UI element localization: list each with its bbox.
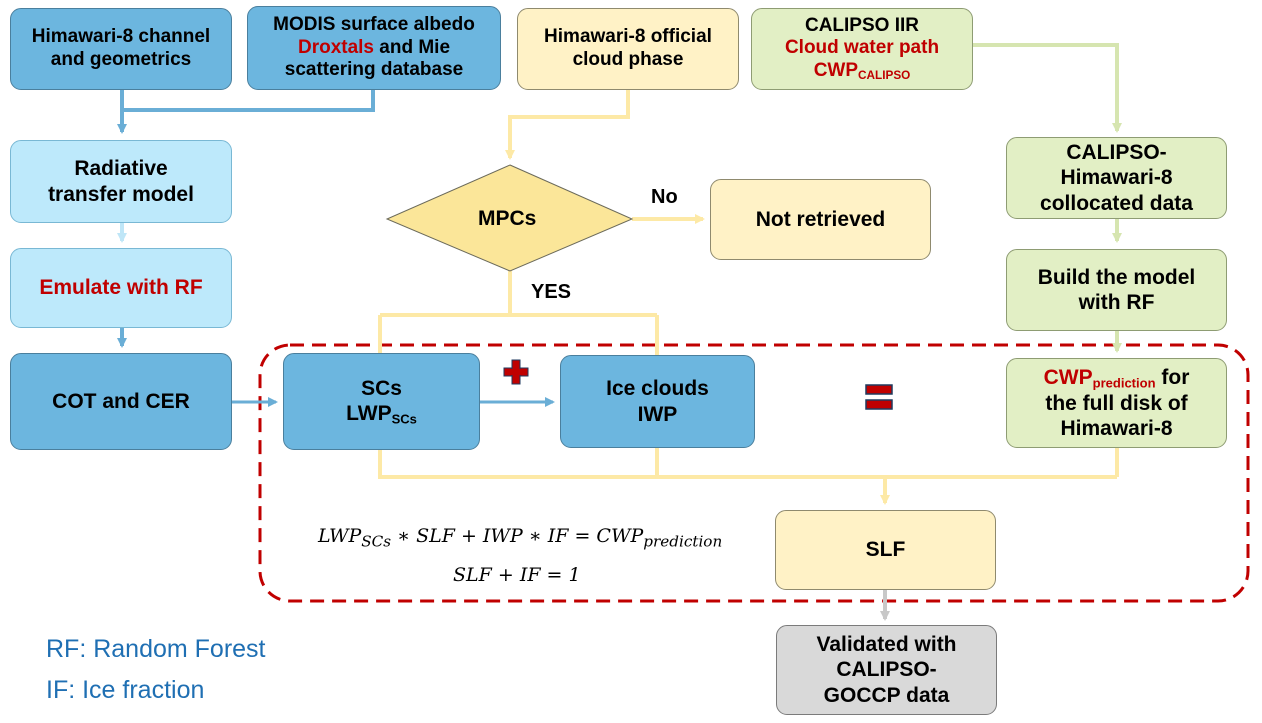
build-model-line1: Build the model [1037, 265, 1196, 289]
rtm-line2: transfer model [48, 182, 194, 206]
slf-label: SLF [865, 538, 906, 562]
mpcs-decision [385, 164, 634, 272]
equation-cwp: LWPSCs ∗ SLF + IWP ∗ IF = CWPprediction [318, 525, 722, 551]
rtm-line1: Radiative [74, 157, 168, 181]
cwp-calipso-main: CWP [813, 60, 859, 82]
ice-clouds-box: Ice clouds IWP [560, 355, 755, 448]
rtm-box: Radiative transfer model [10, 140, 232, 223]
plus-icon [503, 359, 529, 385]
cwp-prediction-line2: the full disk of [1045, 391, 1188, 415]
cot-cer-box: COT and CER [10, 353, 232, 450]
calipso-iir-box: CALIPSO IIR Cloud water path CWPCALIPSO [751, 8, 973, 90]
equals-icon [865, 384, 893, 410]
validated-line2: CALIPSO- [836, 658, 937, 682]
cwp-pred-main: CWP [1043, 365, 1093, 389]
official-phase-line1: Himawari-8 official [544, 26, 712, 48]
cwp-pred-sub: prediction [1092, 375, 1156, 391]
modis-line2: Droxtals and Mie [298, 37, 450, 60]
collocated-line2: Himawari-8 [1060, 166, 1173, 190]
collocated-line3: collocated data [1040, 191, 1193, 215]
himawari-channel-line1: Himawari-8 channel [31, 26, 211, 48]
official-phase-box: Himawari-8 official cloud phase [517, 8, 739, 90]
lwp-scs-main: LWP [346, 402, 392, 426]
collocated-box: CALIPSO- Himawari-8 collocated data [1006, 137, 1227, 219]
connector-iir-to-collocated [972, 43, 1122, 133]
cwp-prediction-line3: Himawari-8 [1060, 416, 1173, 440]
connector-phase-to-mpcs [505, 89, 630, 160]
cwp-calipso-sub: CALIPSO [858, 69, 911, 83]
no-label: No [651, 186, 678, 208]
validated-box: Validated with CALIPSO- GOCCP data [776, 625, 997, 715]
cwp-pred-rest: for [1155, 365, 1190, 389]
cot-cer-label: COT and CER [52, 389, 190, 413]
note-if: IF: Ice fraction [46, 676, 205, 704]
official-phase-line2: cloud phase [572, 49, 684, 70]
scs-line2: LWPSCs [346, 401, 417, 427]
droxtals-label: Droxtals [297, 36, 374, 58]
build-model-line2: with RF [1078, 291, 1155, 314]
modis-line2-rest: and Mie [374, 36, 451, 58]
connector-modis-merge [122, 90, 375, 112]
modis-line1: MODIS surface albedo [273, 13, 475, 35]
scs-box: SCs LWPSCs [283, 353, 480, 450]
not-retrieved-label: Not retrieved [755, 207, 886, 231]
mpcs-label: MPCs [478, 207, 537, 230]
modis-box: MODIS surface albedo Droxtals and Mie sc… [247, 6, 501, 90]
calipso-iir-line3: CWPCALIPSO [814, 60, 911, 83]
eq1-a: LWP [318, 525, 362, 547]
emulate-box: Emulate with RF [10, 248, 232, 328]
calipso-iir-line2: Cloud water path [784, 37, 940, 59]
build-model-box: Build the model with RF [1006, 249, 1227, 331]
eq1-b: ∗ SLF + IWP ∗ IF = CWP [391, 525, 644, 547]
note-rf: RF: Random Forest [46, 635, 266, 663]
equation-slf-if: SLF + IF = 1 [453, 564, 581, 586]
connector-mpcs-yes [378, 271, 659, 355]
cwp-prediction-line1: CWPprediction for [1044, 365, 1190, 391]
connector-merge-to-slf [378, 448, 1119, 503]
eq1-b-sub: prediction [643, 532, 723, 551]
ice-line1: Ice clouds [606, 377, 709, 401]
collocated-line1: CALIPSO- [1066, 141, 1167, 165]
scs-line1: SCs [361, 376, 402, 400]
cwp-prediction-box: CWPprediction for the full disk of Himaw… [1006, 358, 1227, 448]
ice-line2: IWP [637, 402, 678, 426]
not-retrieved-box: Not retrieved [710, 179, 931, 260]
eq1-a-sub: SCs [361, 532, 392, 551]
himawari-channel-line2: and geometrics [50, 49, 192, 70]
validated-line3: GOCCP data [823, 683, 950, 707]
dashed-region [258, 343, 1250, 603]
slf-box: SLF [775, 510, 996, 590]
lwp-scs-sub: SCs [391, 411, 417, 427]
himawari-channel-box: Himawari-8 channel and geometrics [10, 8, 232, 90]
yes-label: YES [531, 281, 572, 303]
validated-line1: Validated with [816, 633, 957, 657]
modis-line3: scattering database [284, 59, 464, 81]
emulate-label: Emulate with RF [39, 276, 203, 300]
calipso-iir-line1: CALIPSO IIR [804, 14, 919, 36]
